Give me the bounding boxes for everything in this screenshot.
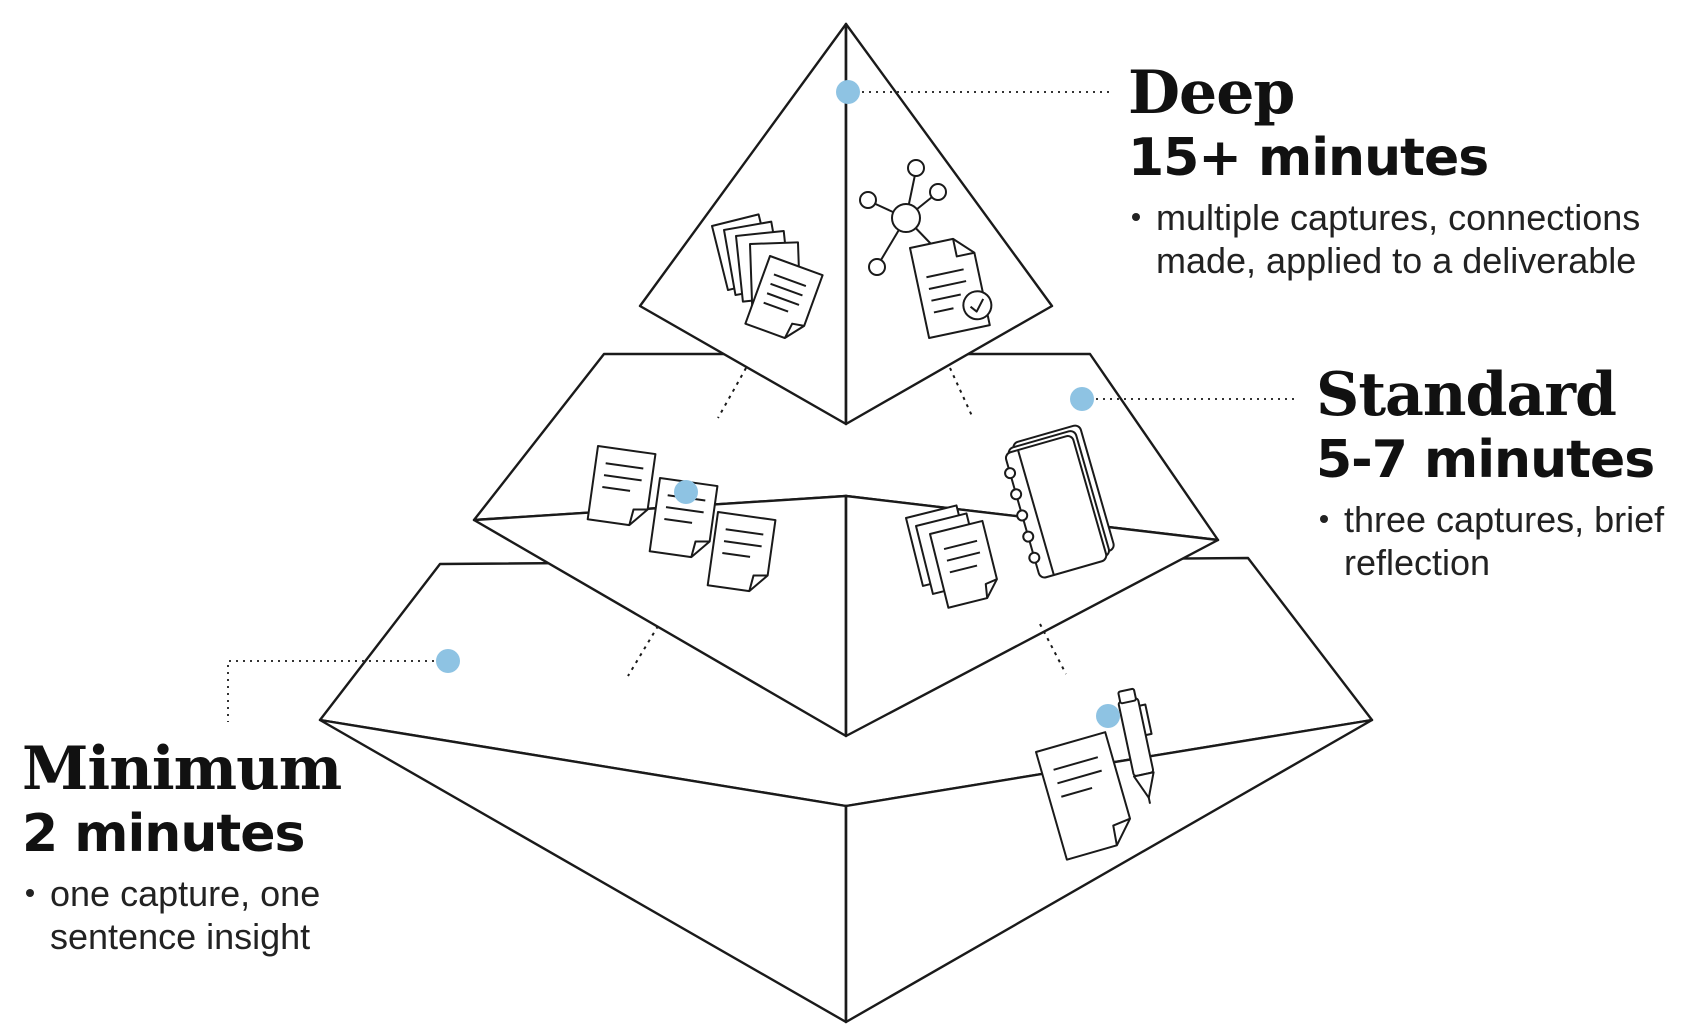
marker-dot-middle-left [674, 480, 698, 504]
tier-time-minimum: 2 minutes [22, 804, 305, 864]
leader-minimum [227, 660, 448, 722]
tier-name-standard: Standard [1316, 360, 1617, 430]
tier-description-deep: multiple captures, connections made, app… [1128, 196, 1688, 282]
network-nodes-icon [859, 159, 947, 276]
tier-label-minimum: Minimum 2 minutes one capture, one sente… [22, 736, 362, 958]
tier-label-deep: Deep 15+ minutes multiple captures, conn… [1128, 60, 1688, 282]
marker-dot-minimum [436, 649, 460, 673]
three-notes-icon [586, 445, 777, 593]
notes-pile-icon [905, 504, 998, 609]
dashed-seams [627, 367, 1067, 677]
marker-dot-bottom-right [1096, 704, 1120, 728]
tier-name-minimum: Minimum [22, 734, 342, 804]
tier-time-deep: 15+ minutes [1128, 128, 1489, 188]
notebook-icon [1004, 424, 1115, 579]
tier-label-standard: Standard 5-7 minutes three captures, bri… [1316, 362, 1686, 584]
leader-lines [227, 91, 1294, 722]
marker-dots [436, 80, 1120, 728]
approved-document-icon [909, 237, 993, 339]
stacked-notes-icon [711, 213, 824, 340]
tier-description-standard: three captures, brief reflection [1316, 498, 1686, 584]
tier-time-standard: 5-7 minutes [1316, 430, 1655, 490]
tier-description-minimum: one capture, one sentence insight [22, 872, 362, 958]
tier-name-deep: Deep [1128, 58, 1295, 128]
single-note-icon [1035, 731, 1132, 861]
marker-dot-standard [1070, 387, 1094, 411]
pen-icon [1117, 687, 1155, 804]
marker-dot-deep [836, 80, 860, 104]
